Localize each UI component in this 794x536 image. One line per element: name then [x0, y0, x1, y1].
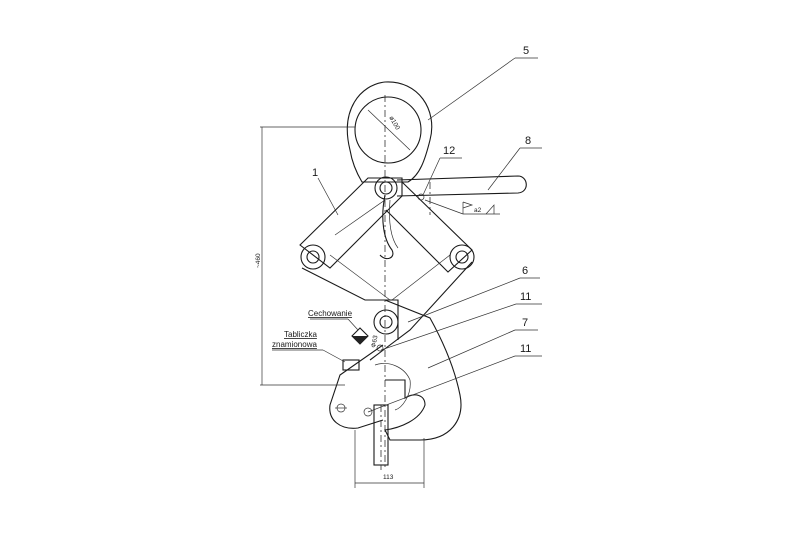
left-upper-arm — [299, 177, 403, 269]
inner-link-right — [391, 254, 451, 301]
lock-pin — [417, 193, 425, 201]
leader-7 — [427, 329, 516, 369]
weld-flag — [462, 201, 474, 214]
right-pin — [449, 244, 475, 270]
weld-triangle — [485, 204, 495, 215]
leader-12 — [422, 157, 441, 196]
left-pin-inner — [306, 250, 320, 264]
lifting-eye — [346, 81, 433, 183]
lower-pin-inner — [379, 315, 393, 329]
part-number-12: 12 — [443, 145, 455, 157]
nameplate-box — [342, 359, 360, 371]
leader-5 — [427, 57, 516, 121]
marking-label: Cechowanie — [308, 309, 353, 318]
part-number-1: 1 — [312, 167, 318, 179]
right-pin-inner — [455, 250, 469, 264]
leader-11b — [367, 355, 516, 413]
eye-diameter-text: ø100 — [387, 115, 401, 132]
weld-leader — [424, 199, 464, 215]
leader-11a — [380, 303, 517, 351]
height-dimension-text: ~460 — [255, 253, 262, 268]
eye-hole — [354, 96, 422, 164]
part-number-6: 6 — [522, 265, 528, 277]
left-pin — [300, 244, 326, 270]
weld-size-text: a2 — [474, 207, 482, 214]
leader-marking — [347, 318, 359, 331]
small-mark-text: Φ63 — [370, 334, 379, 348]
jaw-cam — [374, 363, 411, 411]
nameplate-label-line1: Tabliczka — [284, 330, 317, 339]
leader-1 — [317, 177, 339, 216]
width-dimension-text: 113 — [383, 474, 394, 481]
part-number-7: 7 — [522, 317, 528, 329]
central-hook-inner — [389, 199, 399, 249]
part-number-11b: 11 — [520, 343, 531, 355]
inner-link-top — [334, 199, 386, 236]
spring-pin — [376, 344, 384, 352]
part-number-8: 8 — [525, 135, 531, 147]
handle-lever — [396, 175, 527, 197]
nameplate-label-line2: znamionowa — [272, 340, 317, 349]
right-lower-arm — [369, 261, 473, 361]
left-jaw — [329, 344, 384, 429]
leader-8 — [487, 147, 521, 191]
part-number-11a: 11 — [520, 291, 531, 303]
lower-pin — [373, 309, 399, 335]
upper-pin — [374, 176, 398, 200]
marking-diamond-fill — [352, 336, 368, 344]
leader-nameplate — [322, 349, 346, 363]
eye-diameter-line — [367, 109, 411, 151]
right-jaw — [384, 299, 462, 441]
pivot-right — [363, 407, 373, 417]
inner-link-left — [329, 254, 391, 301]
right-upper-arm — [385, 181, 473, 273]
central-hook — [379, 194, 394, 260]
upper-pin-inner — [379, 181, 393, 195]
part-number-5: 5 — [523, 45, 529, 57]
leader-6 — [407, 277, 521, 323]
